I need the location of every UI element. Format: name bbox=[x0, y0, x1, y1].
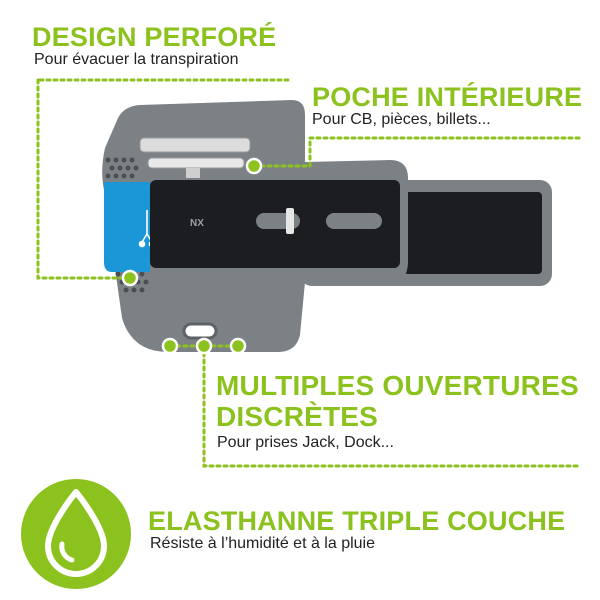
callout-lines bbox=[36, 78, 582, 468]
black-strap: NX bbox=[150, 180, 400, 268]
feature-subtitle-openings: Pour prises Jack, Dock... bbox=[217, 434, 394, 451]
blue-panel bbox=[104, 182, 150, 272]
feature-subtitle-inner-pocket: Pour CB, pièces, billets... bbox=[312, 111, 491, 128]
brand-logo: NX bbox=[190, 218, 204, 229]
callout-dots bbox=[121, 157, 263, 355]
feature-title-openings-line1: MULTIPLES OUVERTURES bbox=[216, 370, 579, 401]
feature-title-elastane: ELASTHANNE TRIPLE COUCHE bbox=[148, 506, 566, 536]
velcro-patch bbox=[404, 192, 542, 274]
feature-title-inner-pocket: POCHE INTÉRIEURE bbox=[312, 82, 583, 112]
feature-subtitle-perforated-design: Pour évacuer la transpiration bbox=[34, 51, 239, 68]
feature-title-perforated-design: DESIGN PERFORÉ bbox=[32, 22, 277, 52]
pocket-clips bbox=[139, 137, 251, 178]
feature-subtitle-elastane: Résiste à l’humidité et à la pluie bbox=[150, 535, 376, 552]
perforation-top bbox=[105, 157, 139, 179]
jack-opening bbox=[182, 322, 218, 340]
feature-title-openings-line2: DISCRÈTES bbox=[216, 401, 379, 432]
water-drop-icon bbox=[21, 479, 131, 589]
